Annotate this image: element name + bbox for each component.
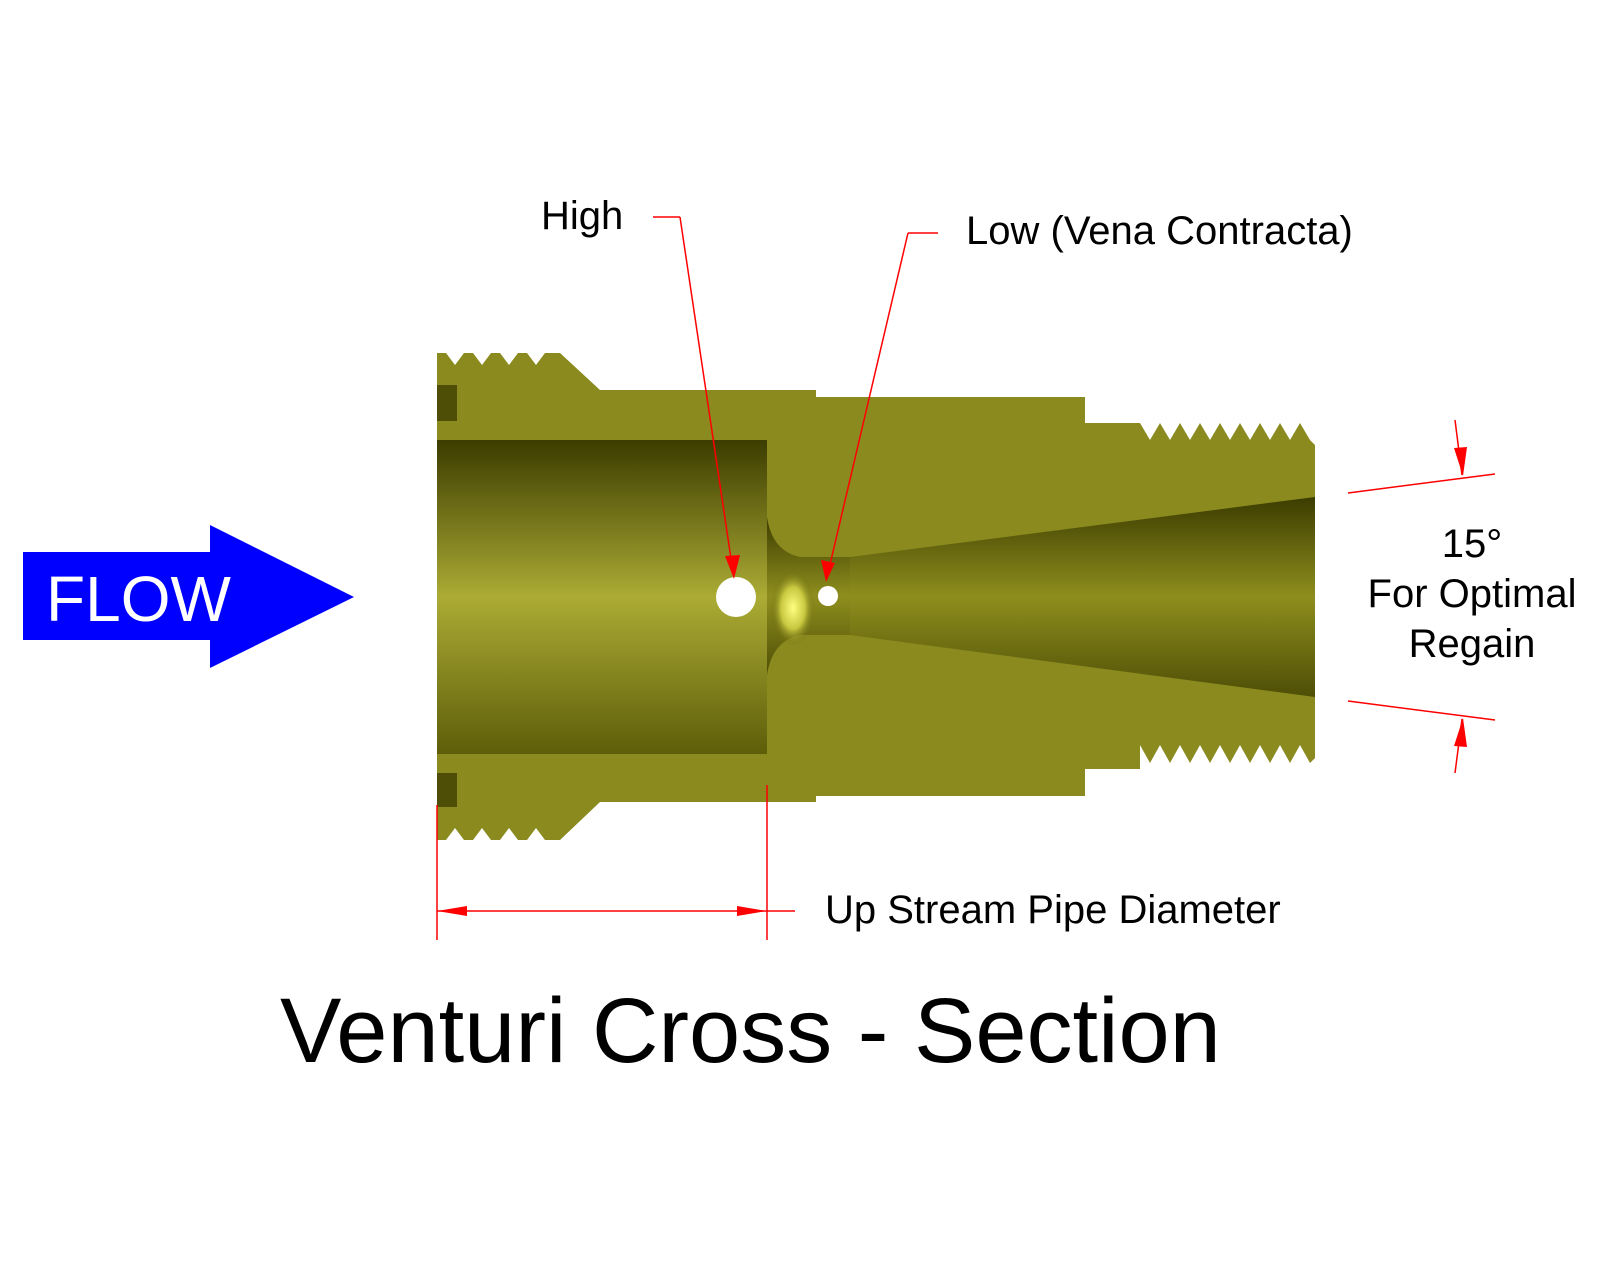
high-leader-diagonal: [679, 216, 734, 573]
throat-highlight: [771, 570, 815, 646]
diagram-title: Venturi Cross - Section: [280, 980, 1221, 1082]
high-pressure-tap: [716, 577, 756, 617]
dimension-arrowhead-left: [437, 906, 467, 916]
diffuser-section: [850, 497, 1315, 697]
angle-note-line2: Regain: [1409, 622, 1536, 666]
upstream-bore: [437, 440, 767, 754]
angle-arrowhead-bottom: [1454, 718, 1467, 747]
upstream-dimension: [436, 785, 795, 940]
high-tap-leader: [653, 216, 734, 573]
angle-label: 15°: [1442, 522, 1503, 566]
flow-arrow-icon: [23, 525, 354, 668]
high-label: High: [541, 194, 623, 238]
angle-extension-top: [1347, 473, 1496, 494]
low-pressure-tap: [818, 586, 838, 606]
angle-note-line1: For Optimal: [1368, 572, 1577, 616]
flow-arrow: FLOW: [23, 525, 354, 668]
low-label: Low (Vena Contracta): [966, 209, 1353, 253]
angle-extension-bottom: [1347, 700, 1496, 721]
high-leader-arrowhead: [725, 555, 740, 579]
seal-groove-bottom: [437, 773, 457, 807]
low-leader-arrowhead: [821, 560, 835, 582]
low-leader-diagonal: [827, 232, 909, 574]
low-tap-leader: [827, 232, 938, 574]
dimension-arrowhead-right: [737, 906, 767, 916]
upstream-label: Up Stream Pipe Diameter: [825, 888, 1281, 932]
seal-groove-top: [437, 385, 457, 421]
angle-arrowhead-top: [1454, 447, 1467, 476]
flow-label: FLOW: [46, 563, 231, 635]
venturi-body: [437, 353, 1315, 840]
